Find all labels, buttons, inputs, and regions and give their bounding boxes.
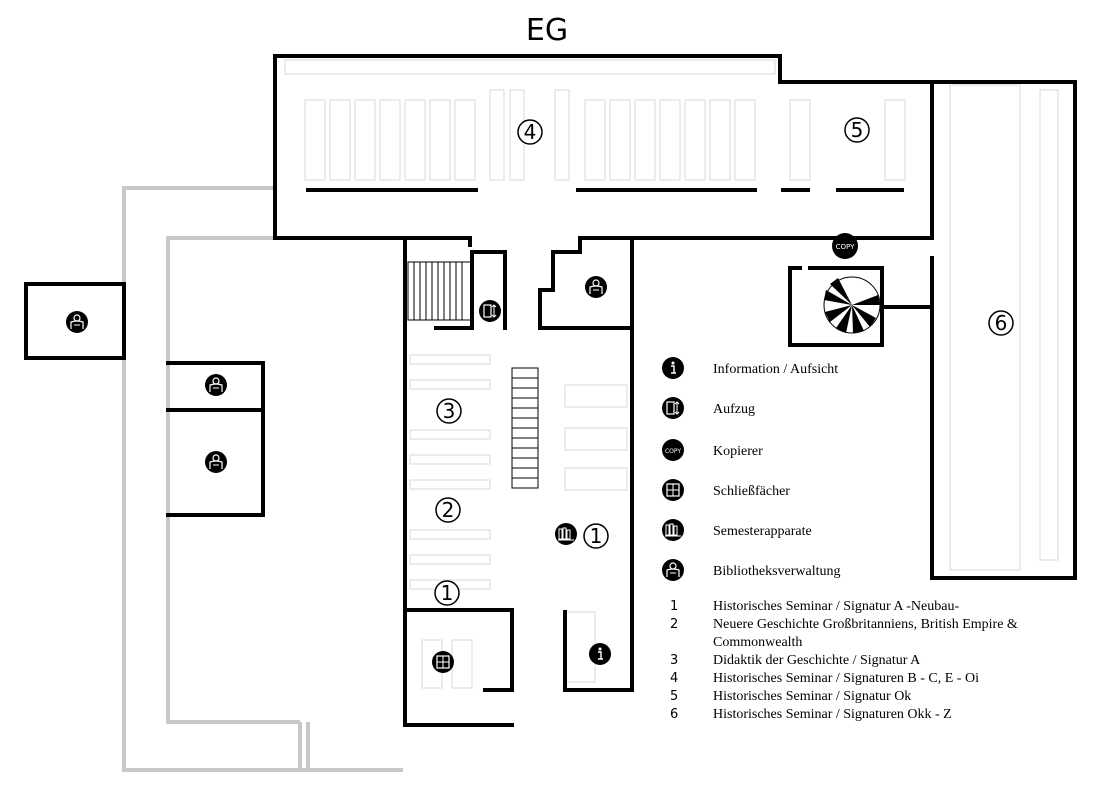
section-5-marker: 5 [844, 117, 870, 143]
svg-text:6: 6 [670, 707, 678, 722]
svg-text:4: 4 [524, 120, 537, 144]
legend-item-staff: Bibliotheksverwaltung [661, 558, 841, 582]
svg-text:1: 1 [590, 524, 603, 548]
walls [24, 54, 1077, 727]
svg-text:2: 2 [670, 617, 678, 632]
staff-icon [204, 450, 228, 474]
svg-text:5: 5 [851, 118, 864, 142]
svg-text:Schließfächer: Schließfächer [713, 484, 790, 499]
svg-text:Kopierer: Kopierer [713, 444, 763, 459]
svg-text:1: 1 [670, 599, 678, 614]
svg-text:Bibliotheksverwaltung: Bibliotheksverwaltung [713, 564, 841, 579]
elevator-icon [478, 299, 502, 323]
svg-text:COPY: COPY [836, 243, 855, 251]
floor-title: EG [526, 13, 568, 48]
staff-icon [584, 275, 608, 299]
copy-icon: COPY [832, 233, 858, 259]
svg-text:Historisches Seminar / Signatu: Historisches Seminar / Signatur A -Neuba… [713, 599, 959, 614]
staff-icon [661, 558, 685, 582]
info-icon [588, 642, 612, 666]
section-1-marker-alt: 1 [583, 523, 609, 549]
svg-text:Semesterapparate: Semesterapparate [713, 524, 812, 539]
svg-text:3: 3 [443, 399, 456, 423]
svg-text:Didaktik der Geschichte / Sign: Didaktik der Geschichte / Signatur A [713, 653, 921, 668]
svg-text:4: 4 [670, 671, 678, 686]
locker-icon [431, 650, 455, 674]
legend: Information / Aufsicht Aufzug Kopierer S… [661, 356, 841, 582]
books-icon [661, 518, 685, 542]
stairs [407, 261, 539, 489]
legend-item-copy: Kopierer [662, 439, 763, 461]
svg-text:1: 1 [441, 581, 454, 605]
svg-text:5: 5 [670, 689, 678, 704]
staff-icon [65, 310, 89, 334]
plan-icons: COPY [65, 233, 858, 674]
info-icon [661, 356, 685, 380]
legend-item-locker: Schließfächer [661, 478, 790, 502]
legend-item-info: Information / Aufsicht [661, 356, 838, 380]
svg-text:Historisches Seminar / Signatu: Historisches Seminar / Signatur Ok [713, 689, 911, 704]
svg-text:Neuere Geschichte Großbritanni: Neuere Geschichte Großbritanniens, Briti… [713, 617, 1018, 632]
outer-light-walls [122, 186, 403, 772]
legend-item-elevator: Aufzug [661, 396, 755, 420]
books-icon [554, 522, 578, 546]
svg-text:Historisches Seminar / Signatu: Historisches Seminar / Signaturen Okk - … [713, 707, 952, 722]
spiral-staircase [823, 276, 881, 334]
section-6-marker: 6 [988, 310, 1014, 336]
svg-text:2: 2 [442, 498, 455, 522]
svg-text:Historisches Seminar / Signatu: Historisches Seminar / Signaturen B - C,… [713, 671, 979, 686]
section-2-marker: 2 [435, 497, 461, 523]
svg-text:Aufzug: Aufzug [713, 402, 755, 417]
copy-icon [662, 439, 684, 461]
svg-text:6: 6 [995, 311, 1008, 335]
shelving [284, 59, 1059, 689]
svg-text:Commonwealth: Commonwealth [713, 635, 802, 650]
svg-text:3: 3 [670, 653, 678, 668]
section-3-marker: 3 [436, 398, 462, 424]
section-1-marker: 1 [434, 580, 460, 606]
staff-icon [204, 373, 228, 397]
section-markers: 4 5 6 3 2 1 1 [434, 117, 1014, 606]
section-list: 1 Historisches Seminar / Signatur A -Neu… [670, 599, 1018, 722]
svg-text:Information / Aufsicht: Information / Aufsicht [713, 362, 838, 377]
legend-item-books: Semesterapparate [661, 518, 812, 542]
locker-icon [661, 478, 685, 502]
elevator-icon [661, 396, 685, 420]
section-4-marker: 4 [517, 119, 543, 145]
